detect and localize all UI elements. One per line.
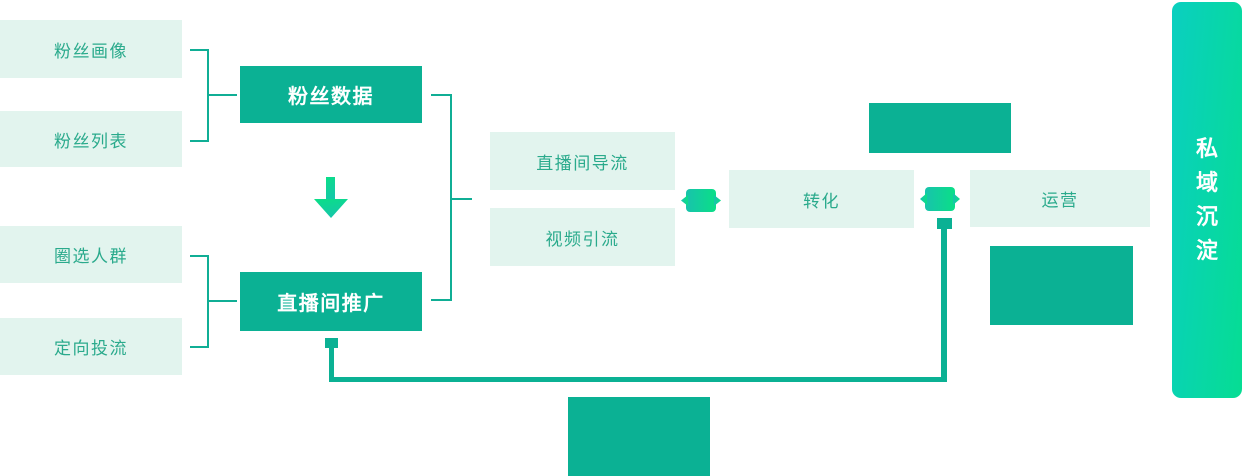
node-operation-label: 运营 <box>1041 191 1079 210</box>
panel-private-domain-char: 域 <box>1195 170 1218 195</box>
bracket-c-top-stub <box>431 94 452 96</box>
node-conversion: 转化 <box>729 170 914 228</box>
node-fan-portrait: 粉丝画像 <box>0 20 182 78</box>
two-way-arrow-icon <box>681 189 721 212</box>
two-way-arrow-icon <box>920 187 960 211</box>
panel-private-domain-char: 私 <box>1195 136 1218 161</box>
connector-horizontal-line <box>329 377 947 382</box>
placeholder-box-bottom <box>568 397 710 476</box>
panel-private-domain-char: 沉 <box>1195 204 1218 229</box>
node-live-room-promotion: 直播间推广 <box>240 272 422 331</box>
connector-stem-left <box>329 348 334 379</box>
node-video-traffic-label: 视频引流 <box>545 229 620 249</box>
node-fan-list: 粉丝列表 <box>0 111 182 167</box>
node-audience-selection: 圈选人群 <box>0 226 182 283</box>
down-arrow-icon <box>314 177 348 218</box>
node-operation: 运营 <box>970 170 1150 227</box>
bracket-b-mid-stub <box>209 300 237 302</box>
node-fan-data-label: 粉丝数据 <box>288 86 374 108</box>
bracket-a-bottom-stub <box>190 140 209 142</box>
node-fan-list-label: 粉丝列表 <box>54 131 128 151</box>
bracket-c-mid-stub <box>452 198 472 200</box>
bracket-c-bottom-stub <box>431 299 452 301</box>
panel-private-domain: 私 域 沉 淀 <box>1172 2 1242 398</box>
bracket-a-vertical <box>207 49 209 142</box>
node-targeted-traffic: 定向投流 <box>0 318 182 375</box>
node-fan-portrait-label: 粉丝画像 <box>54 41 128 61</box>
bracket-b-top-stub <box>190 255 209 257</box>
panel-private-domain-char: 淀 <box>1195 238 1218 263</box>
bracket-b-bottom-stub <box>190 346 209 348</box>
placeholder-box-right <box>990 246 1133 325</box>
node-targeted-traffic-label: 定向投流 <box>54 339 128 358</box>
node-live-room-promotion-label: 直播间推广 <box>277 293 385 315</box>
node-live-room-diversion: 直播间导流 <box>490 132 675 190</box>
placeholder-box-top <box>869 103 1011 153</box>
bracket-a-top-stub <box>190 49 209 51</box>
node-conversion-label: 转化 <box>803 191 840 211</box>
node-audience-selection-label: 圈选人群 <box>54 247 128 266</box>
node-video-traffic: 视频引流 <box>490 208 675 266</box>
bracket-b-vertical <box>207 255 209 348</box>
bracket-c-vertical <box>450 94 452 301</box>
bracket-a-mid-stub <box>209 94 237 96</box>
connector-tab-left <box>325 338 338 348</box>
connector-stem-right <box>941 229 947 379</box>
node-fan-data: 粉丝数据 <box>240 66 422 123</box>
node-live-room-diversion-label: 直播间导流 <box>536 153 629 173</box>
connector-tab-right <box>937 218 952 229</box>
